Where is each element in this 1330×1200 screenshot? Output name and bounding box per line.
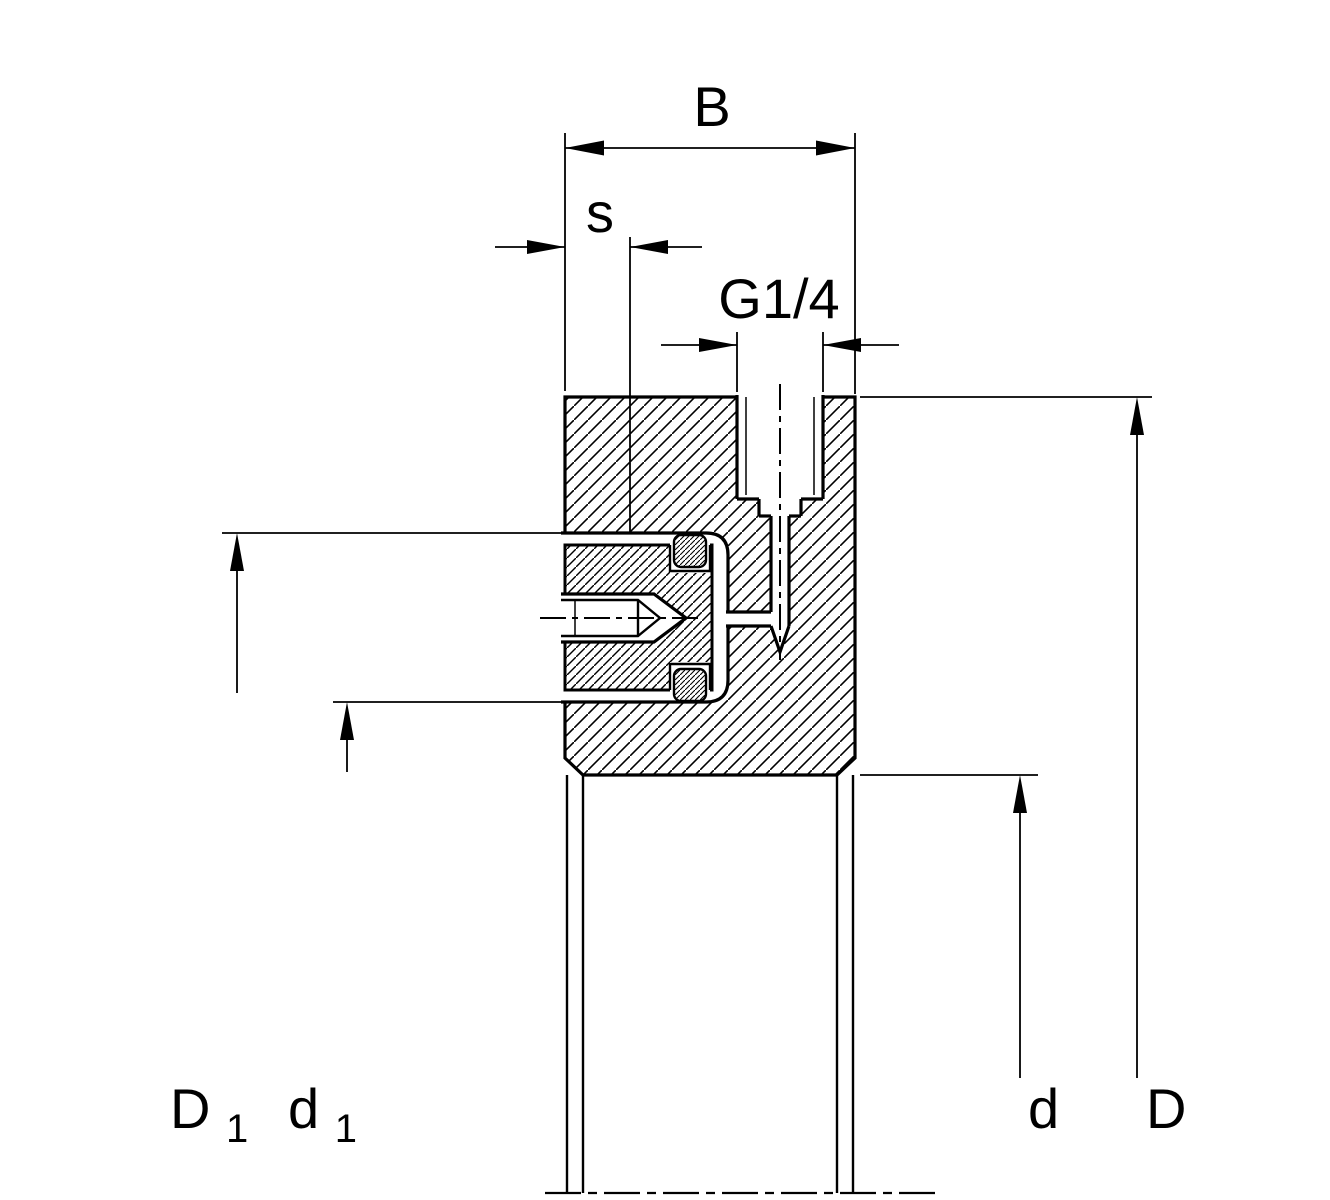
dim-d-arrow [1013, 775, 1027, 813]
dim-label-d1-main: d [288, 1077, 319, 1140]
dim-label-D1-main: D [170, 1077, 210, 1140]
dim-B-arrow-left [565, 140, 604, 156]
centerlines [540, 384, 935, 1195]
dim-label-D: D [1146, 1077, 1186, 1140]
dim-d1-arrow [340, 702, 354, 740]
dim-G14-arrow-right [823, 338, 861, 352]
dim-s: s [495, 181, 702, 533]
dim-label-D1: D 1 [170, 1077, 248, 1151]
dim-d: d [860, 774, 1059, 1140]
dim-G14: G1/4 [661, 267, 899, 392]
oil-channel-fill [726, 612, 789, 626]
dim-s-arrow-left [527, 240, 565, 254]
dim-label-d1: d 1 [288, 1077, 357, 1151]
seal-groove-bottom-outline [668, 662, 712, 690]
shaft-lines [565, 775, 855, 1193]
dim-D1: D 1 [170, 532, 561, 1151]
screw-bore-fill [561, 594, 686, 642]
dim-label-d: d [1028, 1077, 1059, 1140]
dim-label-D1-sub: 1 [226, 1107, 248, 1151]
o-ring-seal-top [672, 533, 708, 569]
seal-groove-top-outline [668, 545, 712, 573]
dim-d1: d 1 [288, 701, 561, 1151]
dim-D: D [860, 396, 1186, 1140]
dim-D-arrow [1130, 397, 1144, 435]
dim-s-arrow-right [630, 240, 668, 254]
dim-B-arrow-right [816, 140, 855, 156]
dim-G14-arrow-left [699, 338, 737, 352]
dim-label-B: B [693, 75, 730, 138]
dim-label-s: s [586, 181, 614, 244]
dim-label-G14: G1/4 [718, 267, 839, 330]
dim-label-d1-sub: 1 [335, 1107, 357, 1151]
dim-D1-arrow [230, 533, 244, 571]
o-ring-seal-bottom [672, 667, 708, 703]
